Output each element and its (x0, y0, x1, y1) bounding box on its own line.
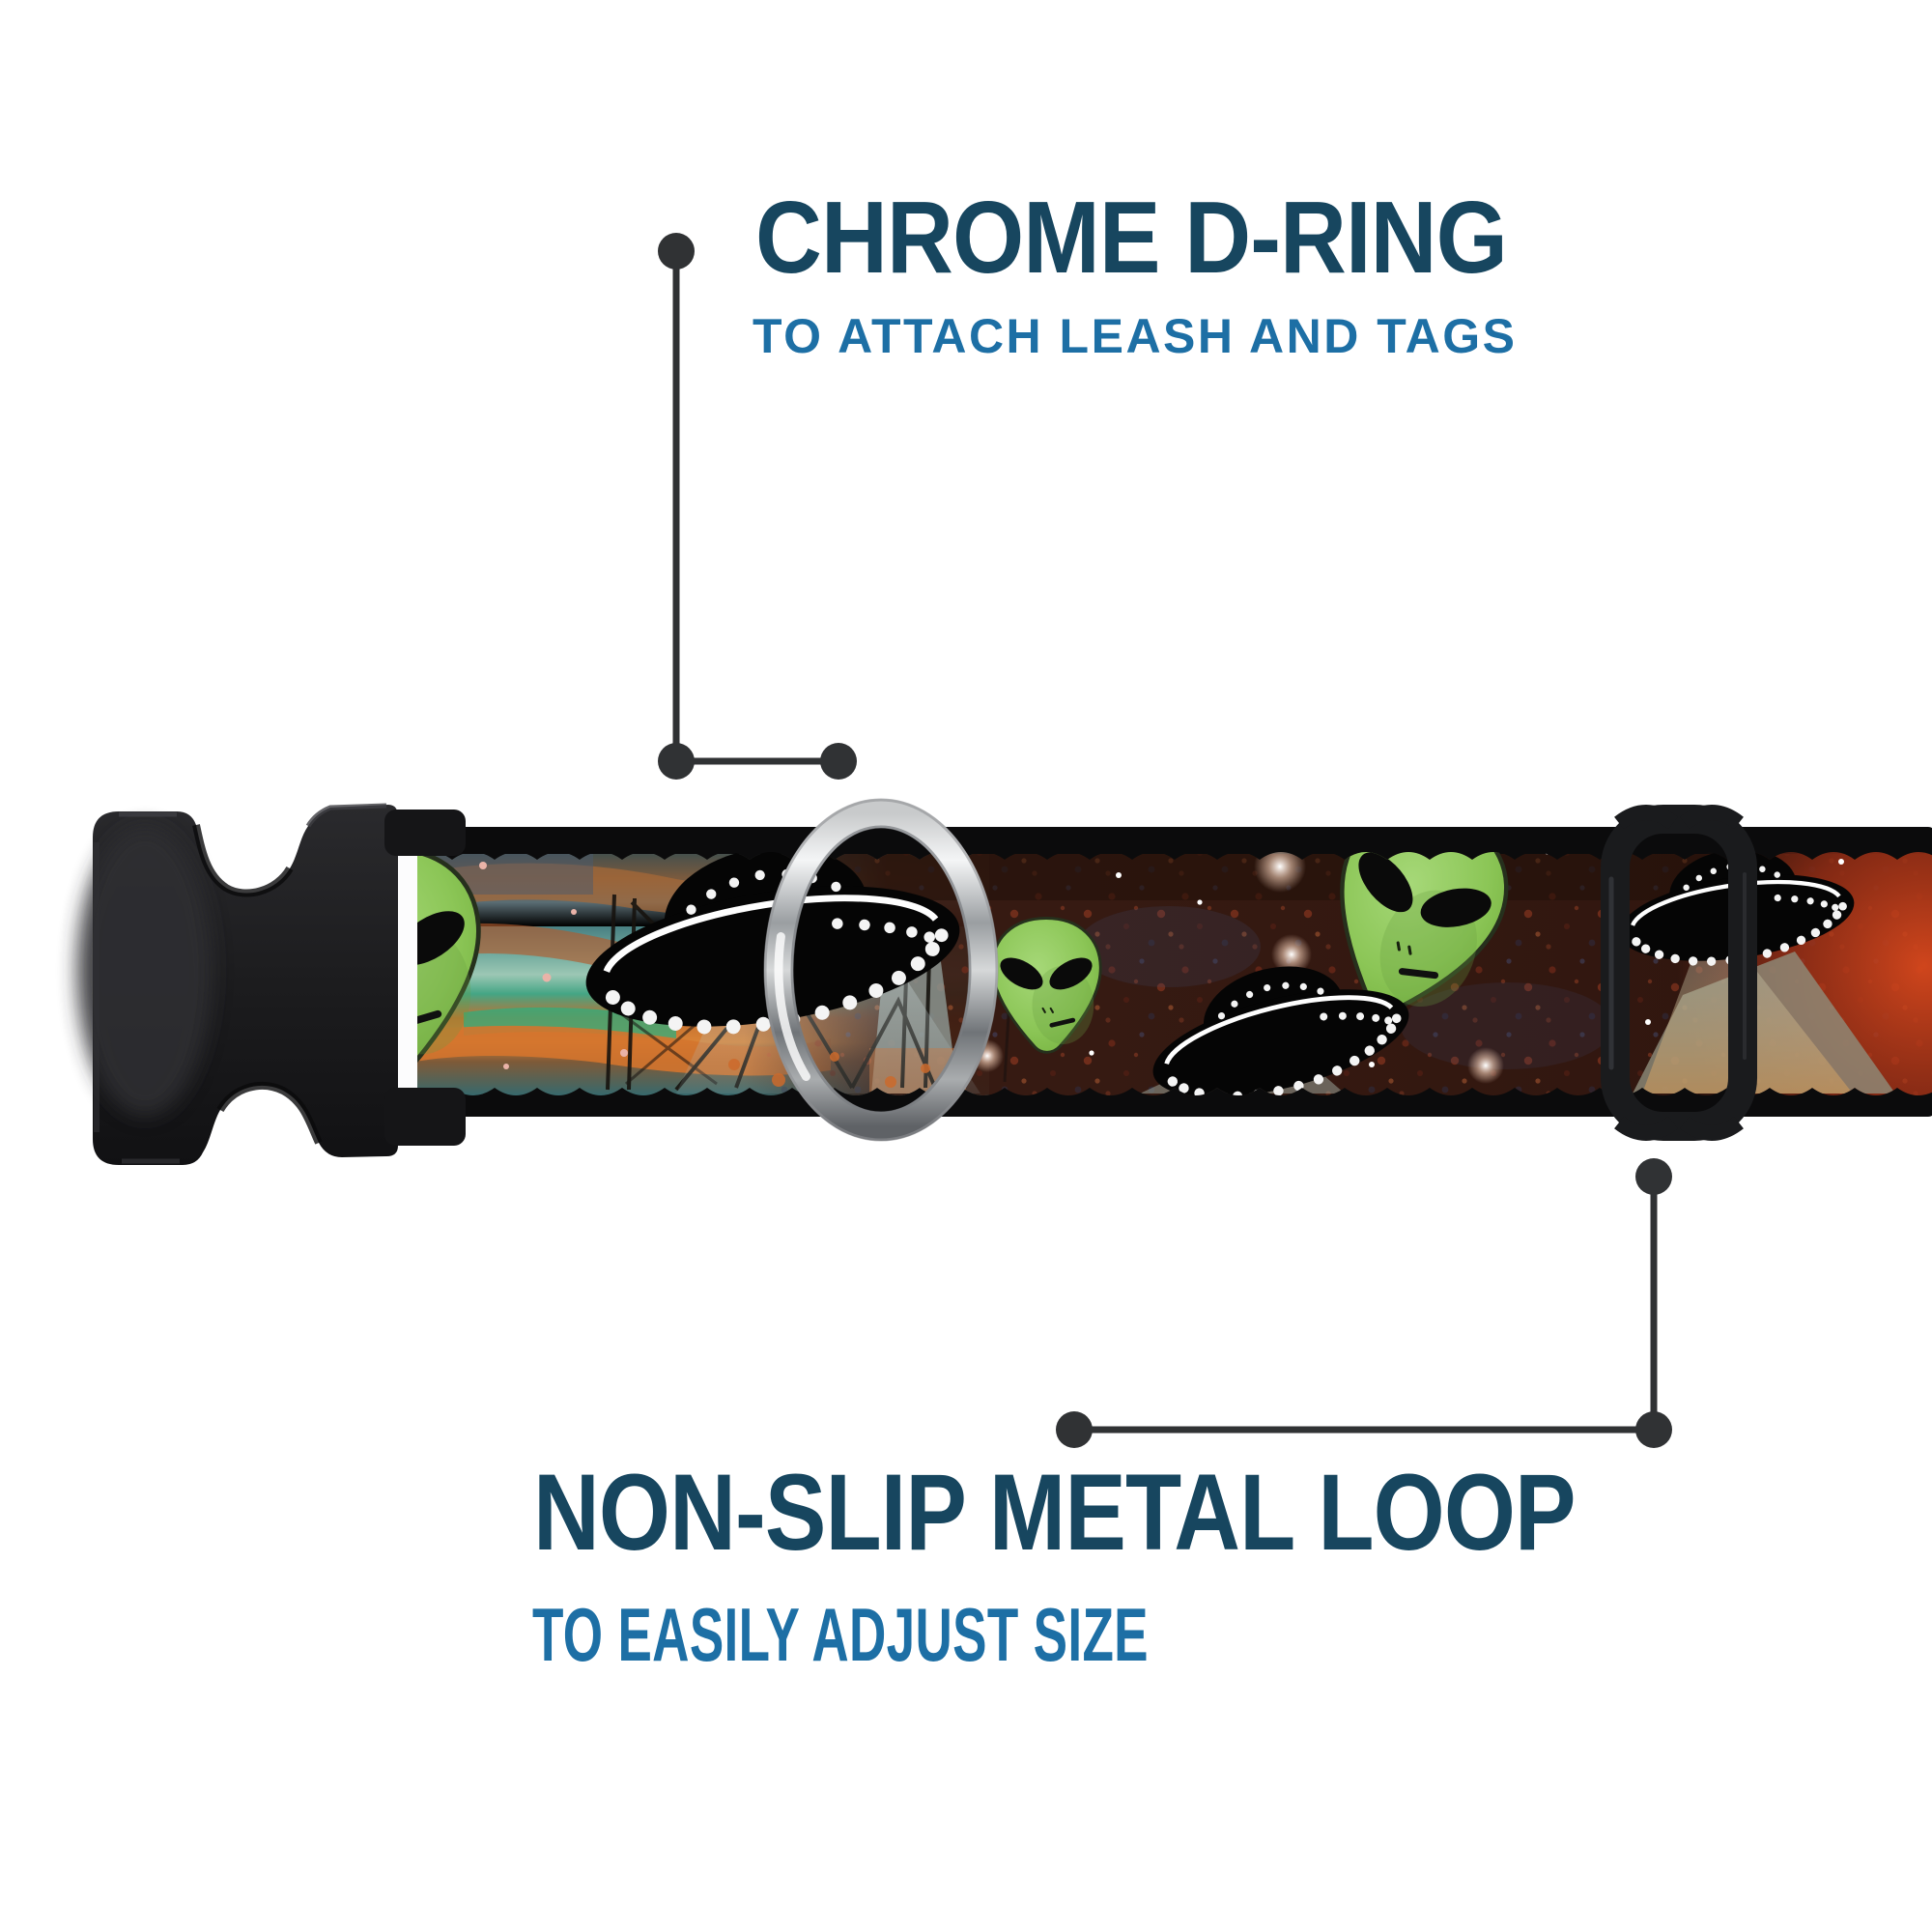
connector-dot (820, 743, 857, 780)
connector-dot (1635, 1411, 1672, 1448)
star-glow (1271, 934, 1312, 975)
star-glow (1467, 1047, 1504, 1084)
chrome-d-ring (763, 798, 999, 1142)
buckle-rail-top (384, 810, 466, 856)
stars (479, 852, 1844, 1084)
buckle-slot (394, 846, 417, 1109)
buckle (77, 803, 466, 1165)
connector-dot (658, 233, 695, 270)
callout-bottom-title: NON-SLIP METAL LOOP (533, 1452, 1577, 1573)
callout-top-subtitle: TO ATTACH LEASH AND TAGS (753, 309, 1518, 363)
callout-top-connector (658, 233, 857, 780)
connector-dot (1635, 1158, 1672, 1195)
metal-slider-loop (1601, 805, 1757, 1141)
connector-dot (1056, 1411, 1093, 1448)
callout-bottom-subtitle: TO EASILY ADJUST SIZE (532, 1592, 1149, 1677)
callout-top-title: CHROME D-RING (755, 181, 1508, 295)
beam-ground-lights (728, 1052, 930, 1088)
buckle-rail-bottom (384, 1088, 466, 1146)
connector-dot (658, 743, 695, 780)
callout-bottom-connector (1056, 1158, 1672, 1448)
